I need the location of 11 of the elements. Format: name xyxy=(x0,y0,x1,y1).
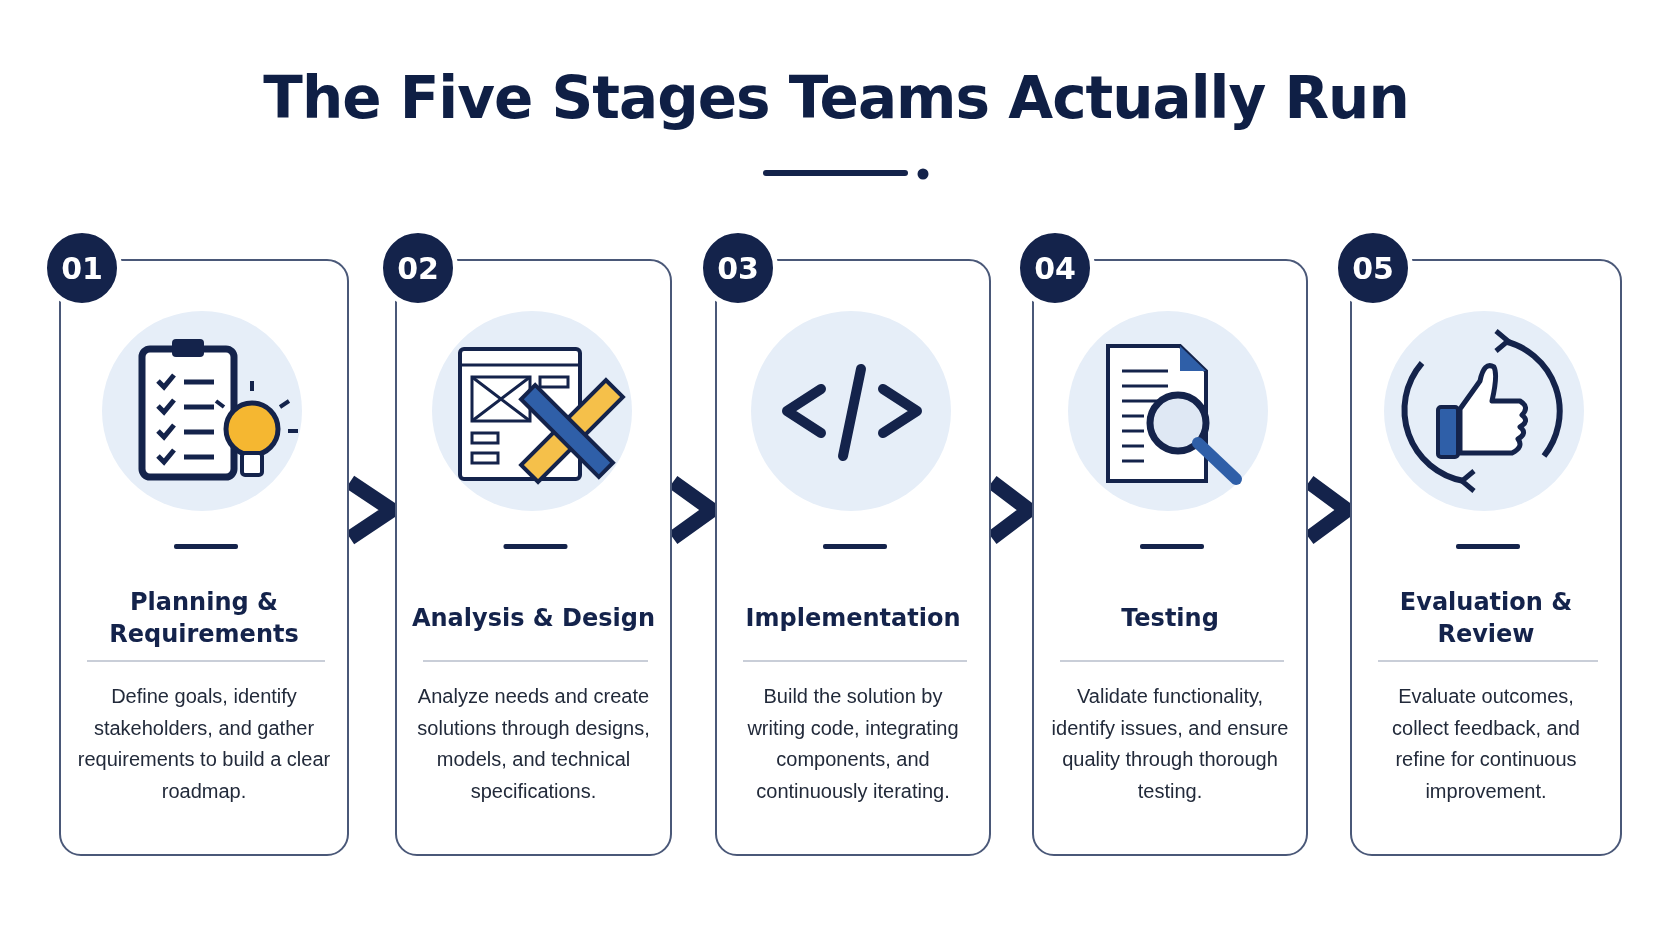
stage-heading: Implementation xyxy=(744,603,962,634)
stage-description: Define goals, identify stakeholders, and gather requirements to build a clear roadmap. xyxy=(77,684,331,804)
stage-description: Build the solution by writing code, integrating components, and continuously iterating. xyxy=(746,684,960,804)
stage-heading: Planning & Requirements xyxy=(108,587,300,650)
stage-heading: Testing xyxy=(1120,603,1220,634)
stage-description: Validate functionality, identify issues, and ensure quality through thorough testing. xyxy=(1050,684,1290,804)
stage-description: Analyze needs and create solutions through designs, models, and technical specifications. xyxy=(416,684,651,804)
stage-description: Evaluate outcomes, collect feedback, and refine for continuous improvement. xyxy=(1391,684,1581,804)
title: The Five Stages Teams Actually Run xyxy=(262,64,1410,132)
stage-heading: Evaluation & Review xyxy=(1398,587,1574,650)
stage-heading: Analysis & Design xyxy=(410,603,657,634)
